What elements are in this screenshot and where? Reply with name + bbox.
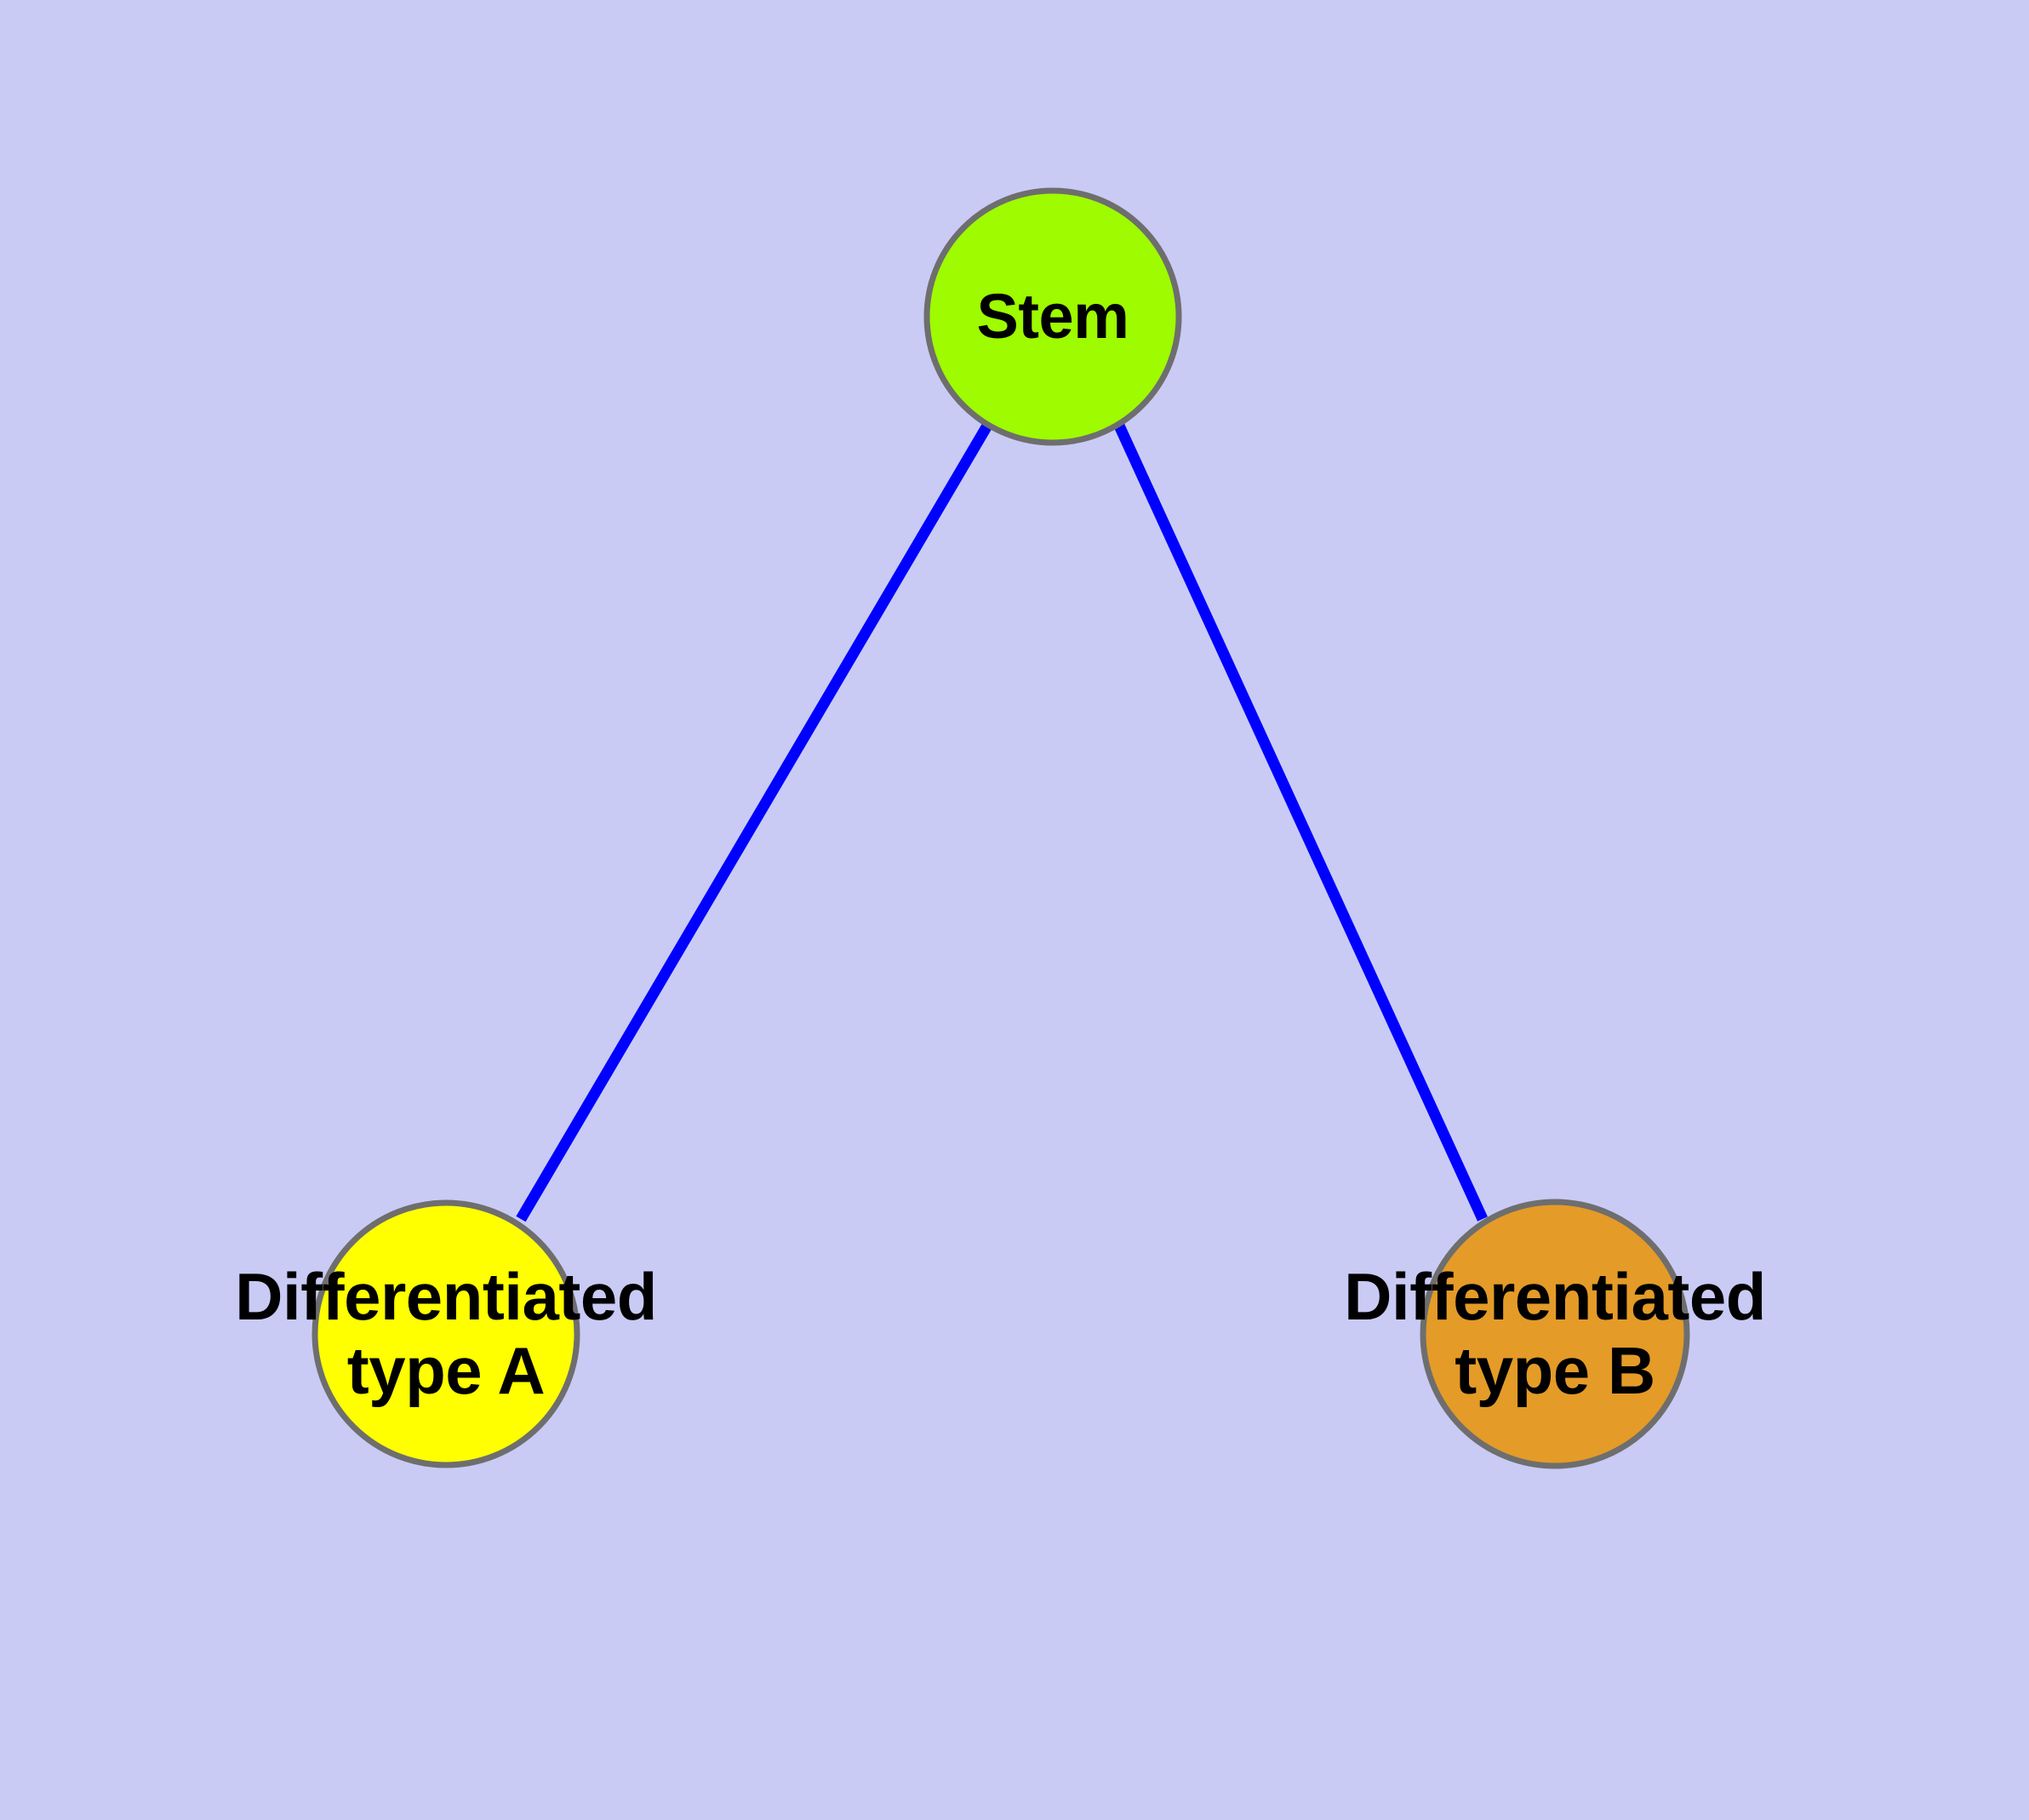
edges-group [516,422,1488,1222]
edge-stem-diff-a [516,422,992,1222]
edge-stem-diff-b [1114,423,1488,1222]
nodes-group [311,187,1690,1469]
node-stem[interactable] [923,187,1182,446]
node-diff_b[interactable] [1420,1199,1690,1469]
node-diff_a[interactable] [311,1199,580,1468]
